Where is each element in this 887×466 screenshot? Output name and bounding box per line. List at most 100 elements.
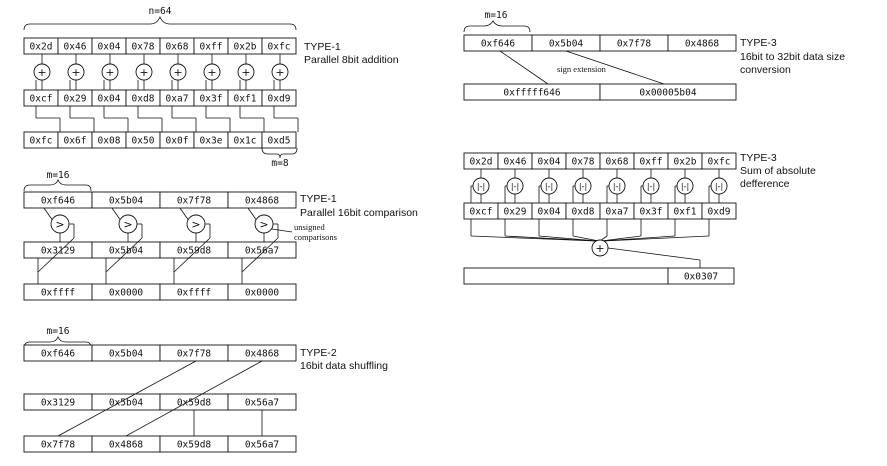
sad-out-b-2 <box>538 235 599 242</box>
sad-a-cell-5: 0xff <box>633 152 669 170</box>
add8-b-cell-5: 0x3f <box>193 89 229 107</box>
sad-out-b-1 <box>504 235 598 242</box>
sad-a-cell-6-text: 0x2b <box>674 156 697 167</box>
sad-absdiff-6: |-| <box>676 177 694 195</box>
add8-adder-6-circle <box>237 63 255 81</box>
sad-a-cell-7: 0xfc <box>701 152 737 170</box>
cmp16-in-a-2 <box>179 207 190 222</box>
sad-absdiff-4-symbol: |-| <box>613 182 621 191</box>
shuf16-b-cell-3: 0x56a7 <box>227 393 297 411</box>
sad-b-cell-3: 0xd8 <box>565 202 601 220</box>
add8-adder-3-circle <box>135 63 153 81</box>
cmp16-width-label: m=16 <box>47 170 70 181</box>
shuf16-b-cell-1: 0x5b04 <box>91 393 161 411</box>
sad-result-register: 0x0307 <box>463 267 735 285</box>
cmp16-r-cell-1-text: 0x0000 <box>109 287 144 298</box>
shuf16-r-cell-2-text: 0x59d8 <box>177 439 212 450</box>
cmp16-a-cell-2-text: 0x7f78 <box>177 195 212 206</box>
shuf16-type-label: TYPE-2 <box>300 347 337 359</box>
ext32-r-cell-1-box <box>599 83 737 101</box>
add8-a-cell-4: 0x68 <box>159 37 195 55</box>
add8-b-cell-2-text: 0x04 <box>98 93 121 104</box>
sad-out-b-7 <box>602 235 710 242</box>
shuf16-a-cell-1-text: 0x5b04 <box>109 348 144 359</box>
add8-b-cell-6-text: 0xf1 <box>234 93 257 104</box>
add8-a-cell-1-text: 0x46 <box>64 41 87 52</box>
add8-r-cell-0: 0xfc <box>23 131 59 149</box>
shuf16-r-cell-3-box <box>227 435 297 453</box>
add8-adder-1-circle <box>67 63 85 81</box>
add8-r-cell-7-text: 0xd5 <box>268 135 291 146</box>
add8-element-brace <box>261 147 298 159</box>
ext32-a-cell-2-text: 0x7f78 <box>617 38 652 49</box>
cmp16-b-cell-3: 0x56a7 <box>227 241 297 259</box>
shuf16-width-brace <box>23 335 92 349</box>
sad-out-b-3 <box>572 235 600 242</box>
add8-adder-7-symbol: + <box>275 66 284 79</box>
ext32-a-cell-1: 0x5b04 <box>531 34 601 52</box>
add8-a-cell-5: 0xff <box>193 37 229 55</box>
add8-r-cell-3: 0x50 <box>125 131 161 149</box>
sad-a-cell-2: 0x04 <box>531 152 567 170</box>
sad-absdiff-7: |-| <box>710 177 728 195</box>
sad-b-cell-7-box <box>701 202 737 220</box>
sad-a-cell-4-text: 0x68 <box>606 156 629 167</box>
sad-a-cell-4: 0x68 <box>599 152 635 170</box>
add8-r-cell-2-text: 0x08 <box>98 135 121 146</box>
add8-adder-4: + <box>169 63 187 81</box>
sad-a-cell-1-text: 0x46 <box>504 156 527 167</box>
sad-b-cell-6: 0xf1 <box>667 202 703 220</box>
add8-b-cell-7: 0xd9 <box>261 89 297 107</box>
add8-r-cell-4-text: 0x0f <box>166 135 189 146</box>
add8-adder-3: + <box>135 63 153 81</box>
cmp16-a-cell-3: 0x4868 <box>227 191 297 209</box>
cmp16-r-cell-3-box <box>227 283 297 301</box>
cmp16-out-b-0 <box>37 237 75 273</box>
cmp16-comparator-0: > <box>50 214 70 234</box>
cmp16-a-cell-0-text: 0xf646 <box>41 195 76 206</box>
cmp16-a-cell-2: 0x7f78 <box>159 191 229 209</box>
add8-r-cell-6: 0x1c <box>227 131 263 149</box>
ext32-a-cell-2: 0x7f78 <box>599 34 669 52</box>
add8-adder-0: + <box>33 63 51 81</box>
cmp16-a-cell-3-text: 0x4868 <box>245 195 280 206</box>
add8-a-cell-2: 0x04 <box>91 37 127 55</box>
sad-type-label: TYPE-3 <box>740 152 777 164</box>
sad-a-cell-2-text: 0x04 <box>538 156 561 167</box>
add8-adder-6: + <box>237 63 255 81</box>
shuf16-b-cell-1-text: 0x5b04 <box>109 397 144 408</box>
sad-a-cell-1: 0x46 <box>497 152 533 170</box>
ext32-route-1 <box>565 50 665 85</box>
sad-b-cell-5: 0x3f <box>633 202 669 220</box>
cmp16-comparator-1-symbol: > <box>123 218 132 231</box>
add8-adder-0-symbol: + <box>37 66 46 79</box>
sad-absdiff-2-symbol: |-| <box>545 182 553 191</box>
add8-adder-5-symbol: + <box>207 66 216 79</box>
ext32-a-cell-0-text: 0xf646 <box>481 38 516 49</box>
add8-adder-1: + <box>67 63 85 81</box>
add8-adder-1-symbol: + <box>71 66 80 79</box>
cmp16-comparator-0-circle <box>50 214 70 234</box>
sad-b-cell-0: 0xcf <box>463 202 499 220</box>
add8-element-label: m=8 <box>271 158 288 169</box>
ext32-r-cell-0: 0xfffff646 <box>463 83 601 101</box>
sad-a-cell-0: 0x2d <box>463 152 499 170</box>
sad-absdiff-4-circle <box>608 177 626 195</box>
add8-r-cell-0-text: 0xfc <box>30 135 53 146</box>
ext32-r-cell-0-text: 0xfffff646 <box>503 87 560 98</box>
add8-b-cell-6: 0xf1 <box>227 89 263 107</box>
shuf16-r-cell-1: 0x4868 <box>91 435 161 453</box>
cmp16-out-b-3 <box>241 237 279 273</box>
cmp16-in-a-0 <box>43 207 54 222</box>
cmp16-comparator-3-circle <box>254 214 274 234</box>
add8-r-cell-3-text: 0x50 <box>132 135 155 146</box>
sad-b-cell-5-text: 0x3f <box>640 206 663 217</box>
shuf16-description: 16bit data shuffling <box>300 360 388 372</box>
